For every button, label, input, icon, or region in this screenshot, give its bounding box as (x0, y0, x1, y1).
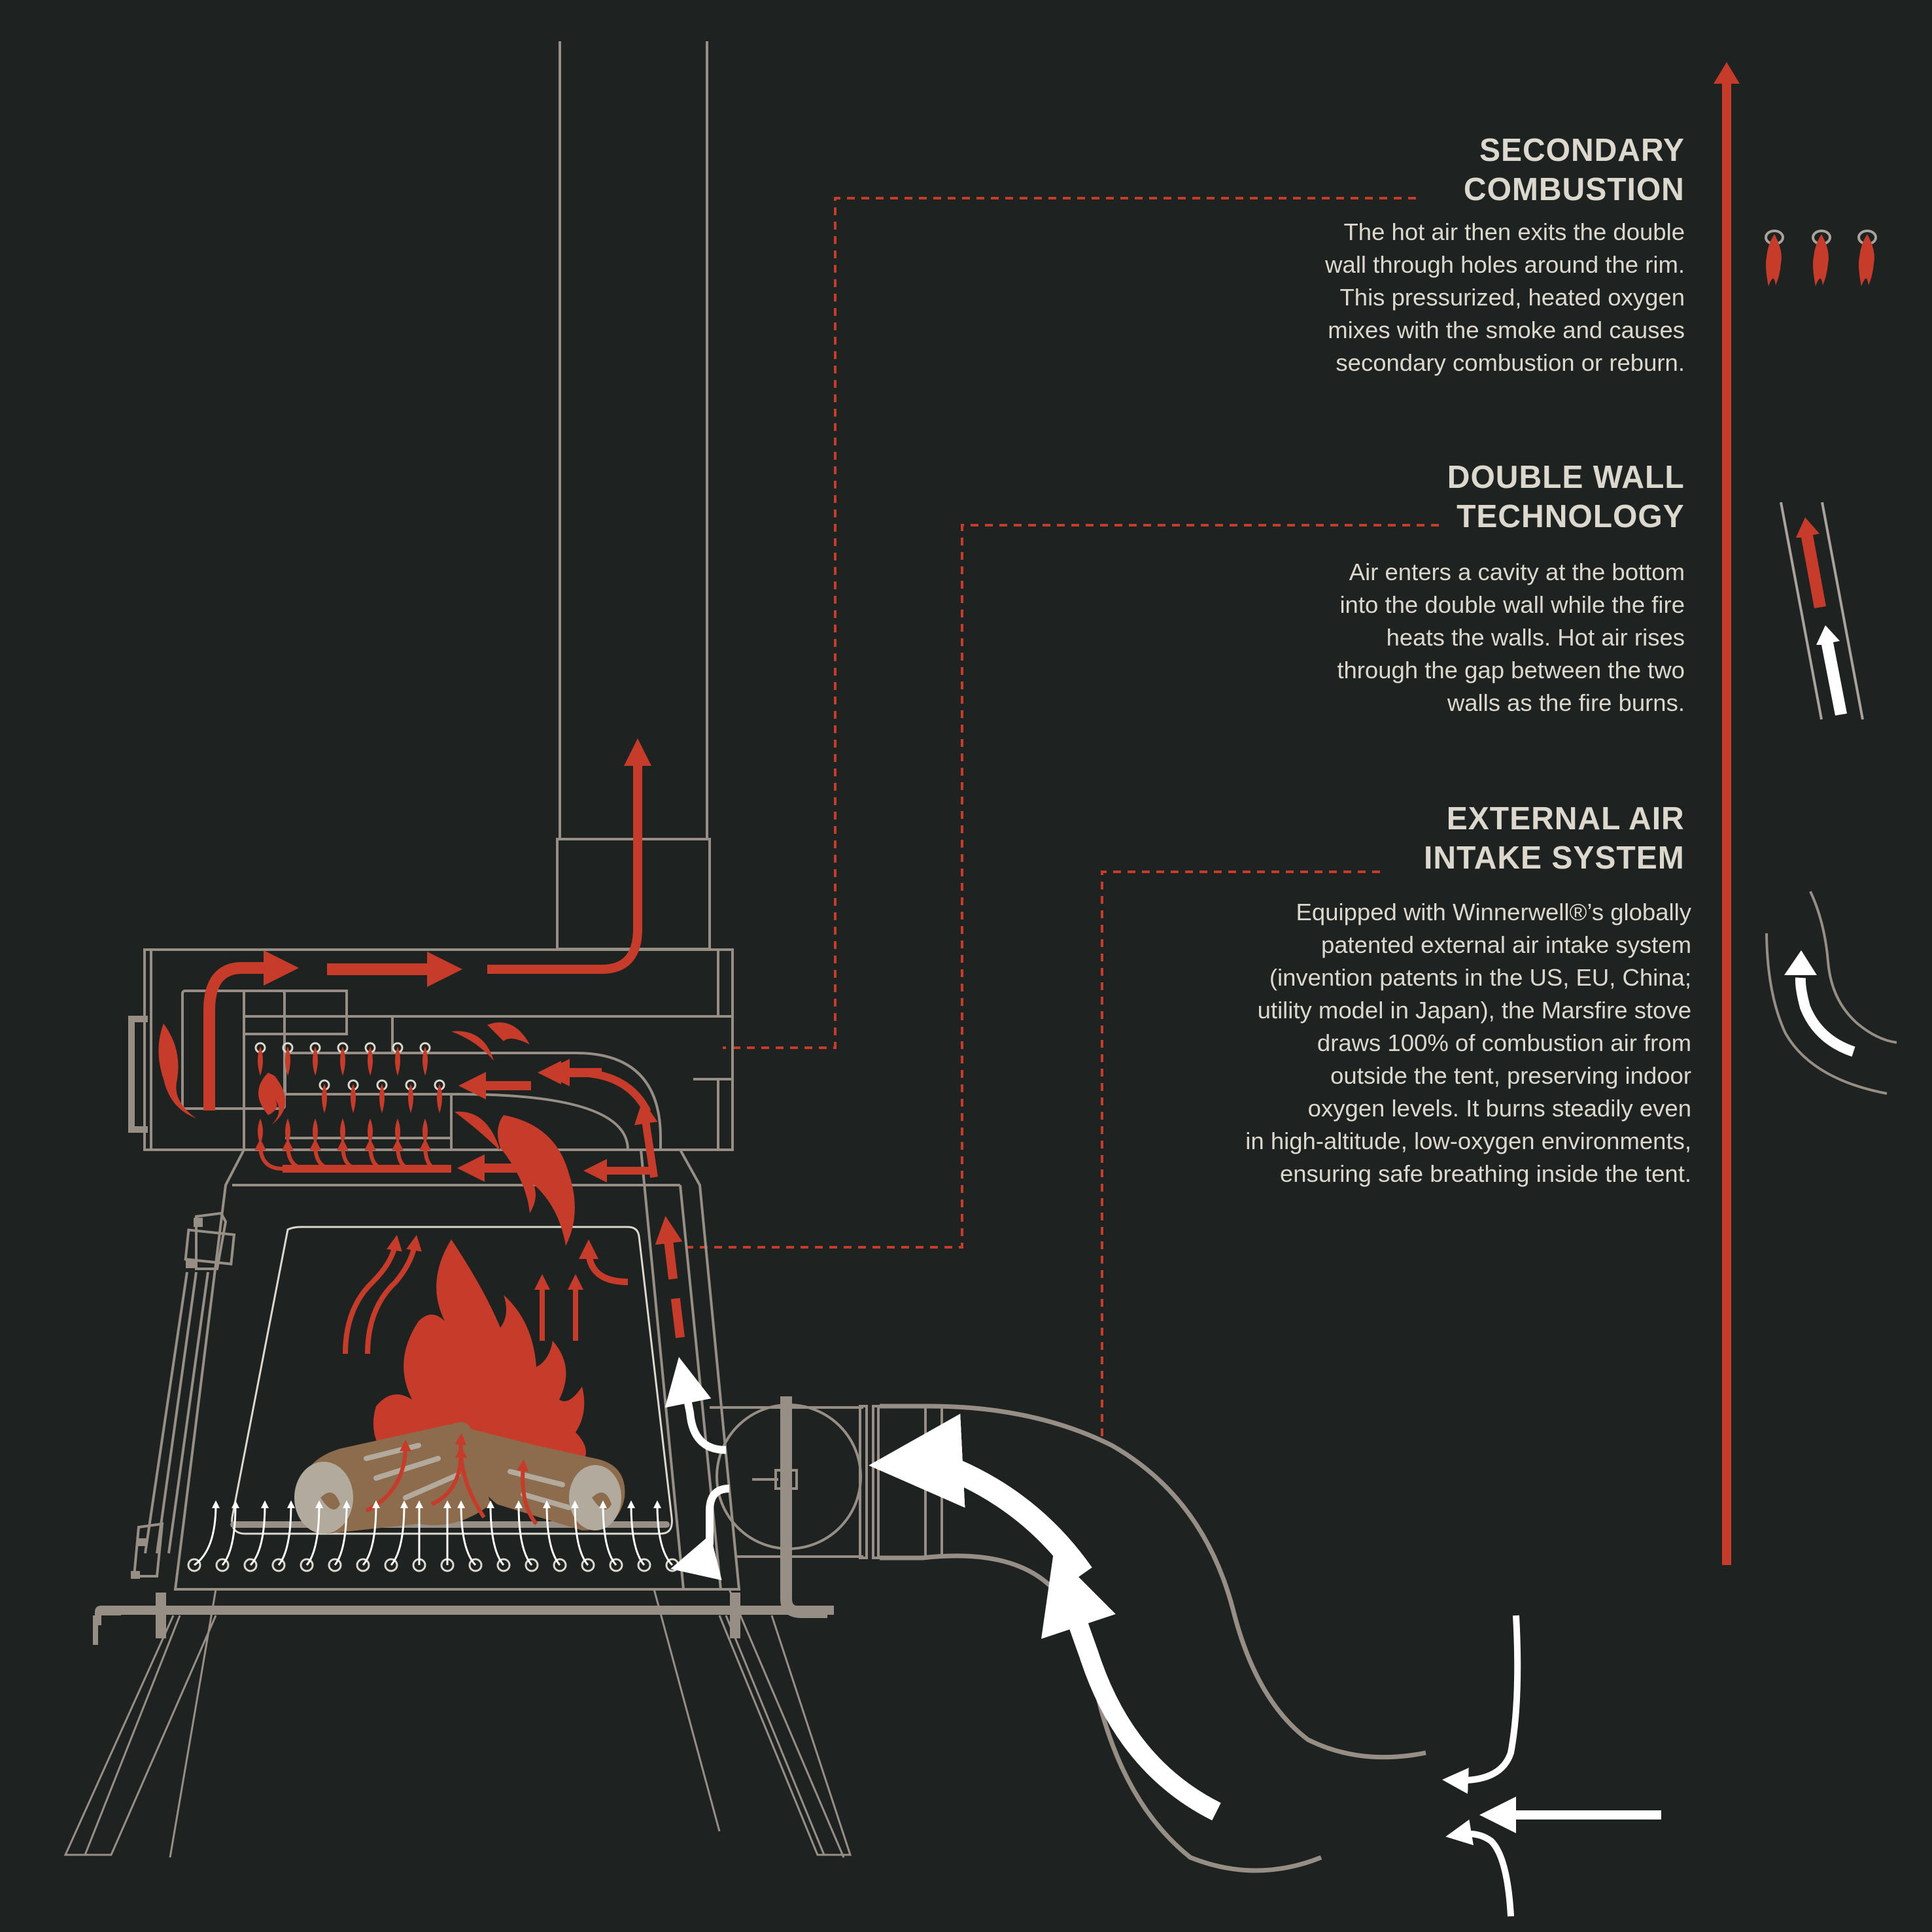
intake-damper-rod (780, 1396, 827, 1618)
body-line: outside the tent, preserving indoor (1330, 1062, 1691, 1089)
door-window (231, 1226, 673, 1535)
section-title: EXTERNAL AIR INTAKE SYSTEM (1424, 801, 1685, 876)
section-secondary-combustion: SECONDARY COMBUSTION The hot air then ex… (1325, 131, 1685, 379)
hot-air-flow (203, 738, 685, 1354)
body-line: wall through holes around the rim. (1325, 251, 1685, 278)
intake-flow-arrows (664, 1356, 1661, 1917)
vertical-red-progress-arrow (1714, 62, 1740, 1565)
curved-intake-arrow-icon (1765, 891, 1897, 1095)
body-line: into the double wall while the fire (1339, 591, 1685, 618)
grate-air-holes (187, 1558, 680, 1572)
double-wall-arrows-icon (1780, 502, 1864, 720)
body-line: The hot air then exits the double (1343, 218, 1685, 245)
body-line: in high-altitude, low-oxygen environment… (1245, 1128, 1691, 1154)
stove-base (93, 1593, 834, 1645)
stove-legs (63, 1589, 852, 1858)
body-line: heats the walls. Hot air rises (1386, 624, 1685, 651)
leader-lines (681, 197, 1439, 1439)
flame-holes-icon (1765, 230, 1877, 286)
door-hinge (132, 1211, 236, 1578)
body-line: Air enters a cavity at the bottom (1349, 559, 1685, 585)
section-body: The hot air then exits the double wall t… (1325, 216, 1685, 379)
body-line: oxygen levels. It burns steadily even (1307, 1095, 1691, 1122)
grate-air-arrows (194, 1500, 674, 1566)
section-title: SECONDARY COMBUSTION (1464, 133, 1685, 207)
top-handle (128, 1016, 148, 1133)
body-line: ensuring safe breathing inside the tent. (1279, 1160, 1691, 1187)
intake-box (710, 1404, 943, 1559)
body-line: through the gap between the two (1337, 657, 1685, 683)
section-body: Equipped with Winnerwell®’s globally pat… (1245, 896, 1691, 1190)
body-line: secondary combustion or reburn. (1336, 349, 1685, 376)
section-double-wall-technology: DOUBLE WALL TECHNOLOGY Air enters a cavi… (1337, 458, 1685, 719)
body-line: This pressurized, heated oxygen (1339, 284, 1685, 311)
leader-secondary-combustion (723, 197, 1416, 1049)
body-line: mixes with the smoke and causes (1328, 317, 1685, 343)
body-line: walls as the fire burns. (1447, 689, 1685, 716)
leader-external-air (1101, 871, 1380, 1439)
section-external-air-intake: EXTERNAL AIR INTAKE SYSTEM Equipped with… (1245, 799, 1691, 1190)
body-line: utility model in Japan), the Marsfire st… (1257, 997, 1691, 1024)
body-line: (invention patents in the US, EU, China; (1269, 964, 1691, 991)
secondary-burn-holes (158, 1022, 575, 1246)
section-body: Air enters a cavity at the bottom into t… (1337, 556, 1685, 719)
body-line: Equipped with Winnerwell®’s globally (1296, 899, 1691, 925)
main-fire (373, 1239, 586, 1478)
body-line: draws 100% of combustion air from (1317, 1029, 1691, 1056)
body-line: patented external air intake system (1320, 931, 1691, 958)
section-title: DOUBLE WALL TECHNOLOGY (1447, 460, 1685, 534)
leader-double-wall (681, 524, 1439, 1249)
